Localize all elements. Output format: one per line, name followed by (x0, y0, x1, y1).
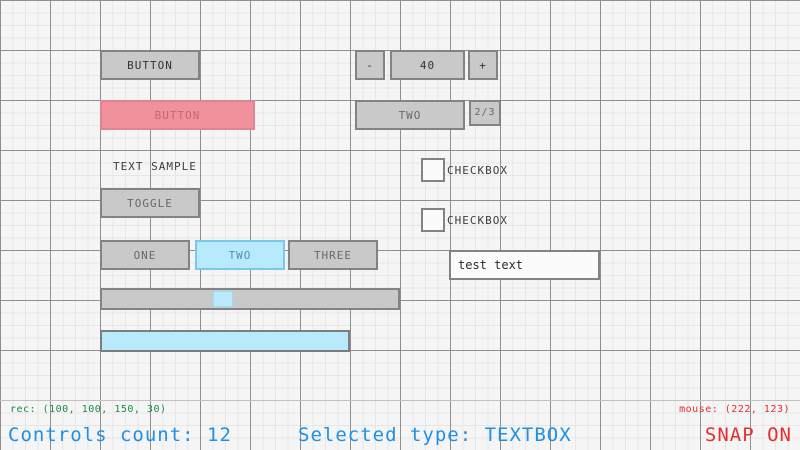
status-controls-count: Controls count: 12 (8, 424, 232, 446)
status-divider (0, 400, 800, 401)
spinner-decrement-button[interactable]: - (355, 50, 385, 80)
checkbox-two-label: CHECKBOX (447, 214, 508, 227)
slider[interactable] (100, 288, 400, 310)
toggle-group-option-three-label: THREE (313, 248, 353, 262)
slider-handle[interactable] (213, 291, 233, 307)
button-default[interactable]: BUTTON (100, 50, 200, 80)
combobox-counter-label: 2/3 (474, 107, 496, 118)
spinner-decrement-label: - (366, 58, 374, 72)
combobox-value: TWO (398, 108, 422, 122)
toggle-button[interactable]: TOGGLE (100, 188, 200, 218)
status-snap: SNAP ON (704, 424, 792, 446)
toggle-group-option-three[interactable]: THREE (288, 240, 378, 270)
spinner-increment-label: + (479, 58, 487, 72)
button-default-label: BUTTON (127, 58, 173, 72)
toggle-button-label: TOGGLE (127, 196, 173, 210)
button-danger[interactable]: BUTTON (100, 100, 255, 130)
textbox-value: test text (458, 258, 524, 272)
spinner-value-field[interactable]: 40 (390, 50, 465, 80)
checkbox-two[interactable] (421, 208, 445, 232)
progress-bar-fill (102, 332, 348, 350)
progress-bar (100, 330, 350, 352)
combobox[interactable]: TWO (355, 100, 465, 130)
textbox[interactable]: test text (449, 250, 600, 280)
toggle-group-option-one-label: ONE (133, 248, 157, 262)
button-danger-label: BUTTON (154, 108, 201, 122)
combobox-counter-badge[interactable]: 2/3 (469, 100, 501, 126)
status-mouse-label: mouse: (222, 123) (679, 404, 790, 415)
checkbox-one-label: CHECKBOX (447, 164, 508, 177)
text-sample-label: TEXT SAMPLE (113, 160, 197, 173)
status-rec-label: rec: (100, 100, 150, 30) (10, 404, 167, 415)
toggle-group-option-two[interactable]: TWO (195, 240, 285, 270)
spinner-value: 40 (419, 58, 436, 72)
status-selected-type: Selected type: TEXTBOX (298, 424, 572, 446)
toggle-group-option-one[interactable]: ONE (100, 240, 190, 270)
checkbox-one[interactable] (421, 158, 445, 182)
toggle-group-option-two-label: TWO (228, 248, 252, 262)
spinner-increment-button[interactable]: + (468, 50, 498, 80)
